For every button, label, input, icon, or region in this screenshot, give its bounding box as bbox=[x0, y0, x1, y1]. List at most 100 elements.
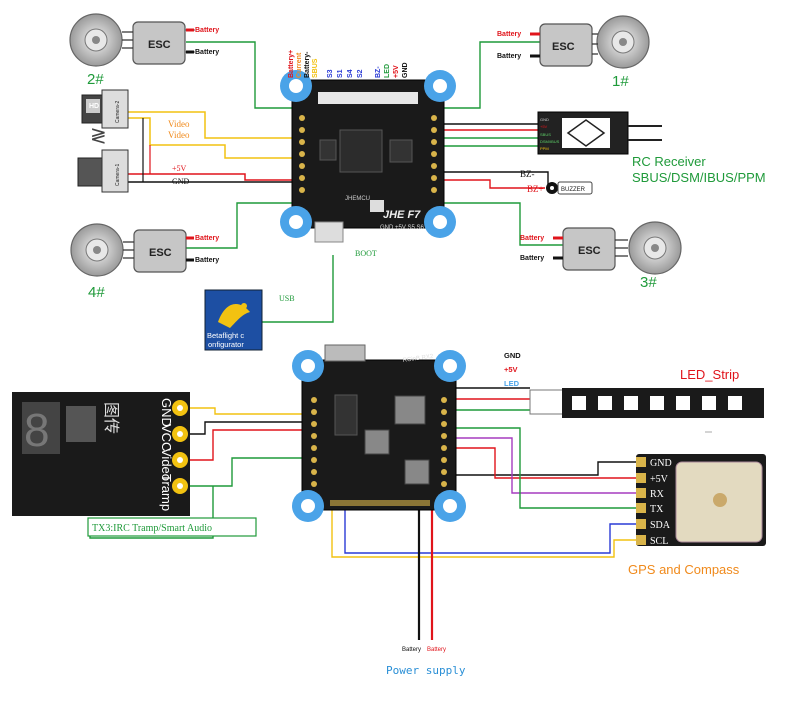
video2-label: Video bbox=[168, 130, 190, 140]
wire-gps-tx bbox=[455, 427, 636, 509]
camera-hd-tag: Camera-2 bbox=[115, 101, 121, 123]
wire-cam-5v bbox=[128, 173, 300, 181]
bz-minus-label: BZ- bbox=[520, 169, 535, 179]
vtx-pin-gnd: GND bbox=[159, 398, 174, 427]
esc-1-bat-pos: Battery bbox=[497, 31, 521, 38]
camera-sd-tag: Camera-1 bbox=[115, 164, 121, 186]
camera-hd bbox=[81, 89, 129, 129]
receiver-pin-5v: +5V bbox=[540, 124, 548, 129]
esc-2-bat-pos: Battery bbox=[195, 27, 219, 34]
gps-title: GPS and Compass bbox=[628, 562, 740, 577]
pin-led: LED bbox=[384, 64, 391, 78]
motor-3-label: 3# bbox=[640, 274, 657, 291]
wire-vtx-gnd bbox=[186, 407, 310, 415]
gps-module bbox=[636, 454, 766, 546]
esc-3 bbox=[562, 227, 616, 271]
wire-bz-plus bbox=[440, 179, 545, 189]
wire-m2-signal bbox=[186, 41, 300, 109]
buzzer-icon bbox=[546, 181, 593, 195]
pin-battery-minus: Battery- bbox=[304, 51, 311, 78]
esc-3-label: ESC bbox=[578, 245, 601, 257]
rc-receiver bbox=[537, 111, 662, 155]
esc-4 bbox=[133, 229, 187, 273]
buzzer-label: BUZZER bbox=[561, 187, 586, 193]
camera-sd bbox=[77, 149, 129, 193]
wire-gps-scl bbox=[331, 508, 636, 558]
led-strip bbox=[529, 388, 764, 418]
wire-m3-signal bbox=[440, 202, 563, 246]
vtx-pin-tramp: Tramp bbox=[159, 474, 174, 511]
esc-1-bat-neg: Battery bbox=[497, 53, 521, 60]
led-wire-data: LED bbox=[504, 379, 520, 388]
motor-2 bbox=[69, 13, 123, 67]
receiver-protocols: SBUS/DSM/IBUS/PPM bbox=[632, 170, 766, 185]
pin-s2: S2 bbox=[357, 69, 364, 78]
led-wire-gnd: GND bbox=[504, 351, 521, 360]
pin-5v: +5V bbox=[393, 65, 400, 78]
vtx-segment-display: 8 bbox=[24, 404, 50, 456]
motor-1 bbox=[596, 15, 650, 69]
motor-2-label: 2# bbox=[87, 71, 104, 88]
esc-3-bat-pos: Battery bbox=[520, 235, 544, 242]
wire-gps-sda bbox=[344, 508, 636, 554]
receiver-pin-ppm: PPM bbox=[540, 146, 549, 151]
wire-vtx-vcc bbox=[186, 421, 310, 435]
receiver-title: RC Receiver bbox=[632, 154, 706, 169]
fc-top-pin-labels: Battery+ Current Battery- SBUS S3 S1 S4 … bbox=[288, 50, 409, 78]
wire-video1 bbox=[128, 111, 300, 139]
pin-bz-minus: BZ- bbox=[375, 66, 382, 78]
esc-4-bat-neg: Battery bbox=[195, 257, 219, 264]
wire-m1-signal bbox=[440, 41, 540, 109]
receiver-pin-dsm: DSM/IBUS bbox=[540, 139, 560, 144]
fc-bottom-name: RCinB RX2 bbox=[402, 354, 434, 364]
fc-top-mcu: JHEMCU bbox=[345, 196, 370, 202]
vtx-pin-vcc: VCC bbox=[159, 424, 174, 451]
pin-current: Current bbox=[296, 52, 303, 78]
power-supply-label: Power supply bbox=[386, 664, 466, 677]
vtx-module bbox=[12, 392, 190, 516]
esc-4-label: ESC bbox=[149, 247, 172, 259]
esc-1-label: ESC bbox=[552, 41, 575, 53]
esc-3-bat-neg: Battery bbox=[520, 255, 544, 262]
pin-gnd: GND bbox=[402, 62, 409, 78]
camera-hd-label: HD bbox=[89, 103, 99, 110]
cam-gnd-label: GND bbox=[172, 177, 190, 186]
configurator-line2: onfigurator bbox=[208, 340, 244, 349]
receiver-pin-sbus: SBUS bbox=[540, 132, 551, 137]
pin-sbus: SBUS bbox=[312, 58, 319, 78]
wire-vtx-video bbox=[186, 429, 310, 461]
motor-4 bbox=[70, 223, 124, 277]
esc-4-bat-pos: Battery bbox=[195, 235, 219, 242]
wire-m4-signal bbox=[186, 202, 300, 249]
gps-pin-rx: RX bbox=[650, 489, 665, 500]
power-wire-pos: Battery bbox=[427, 647, 446, 653]
betaflight-configurator-icon[interactable] bbox=[204, 289, 263, 351]
gps-pin-scl: SCL bbox=[650, 536, 668, 547]
wire-gps-5v bbox=[455, 447, 636, 479]
esc-2-label: ESC bbox=[148, 39, 171, 51]
fc-bottom-board bbox=[292, 344, 466, 522]
pin-s3: S3 bbox=[327, 69, 334, 78]
pin-battery-plus: Battery+ bbox=[288, 50, 295, 78]
esc-2 bbox=[132, 21, 186, 65]
vtx-note-box bbox=[87, 517, 257, 537]
wire-bz-minus bbox=[440, 171, 549, 185]
cam-5v-label: +5V bbox=[172, 164, 187, 173]
configurator-line1: Betaflight c bbox=[207, 331, 244, 340]
bz-plus-label: BZ+ bbox=[527, 184, 544, 194]
vtx-pin-video: Video bbox=[159, 448, 174, 481]
motor-3 bbox=[628, 221, 682, 275]
camera-switch-icon: ≷ bbox=[90, 123, 107, 147]
pin-s4: S4 bbox=[347, 69, 354, 78]
fc-top-name: JHE F7 bbox=[383, 209, 421, 221]
vtx-note: TX3:IRC Tramp/Smart Audio bbox=[92, 523, 212, 534]
receiver-pin-gnd: GND bbox=[540, 117, 549, 122]
wire-video2 bbox=[128, 117, 300, 159]
gps-pin-gnd: GND bbox=[650, 458, 672, 469]
wire-gps-rx bbox=[455, 437, 636, 494]
led-wire-5v: +5V bbox=[504, 365, 518, 374]
video1-label: Video bbox=[168, 119, 190, 129]
fc-top-board bbox=[280, 70, 456, 243]
